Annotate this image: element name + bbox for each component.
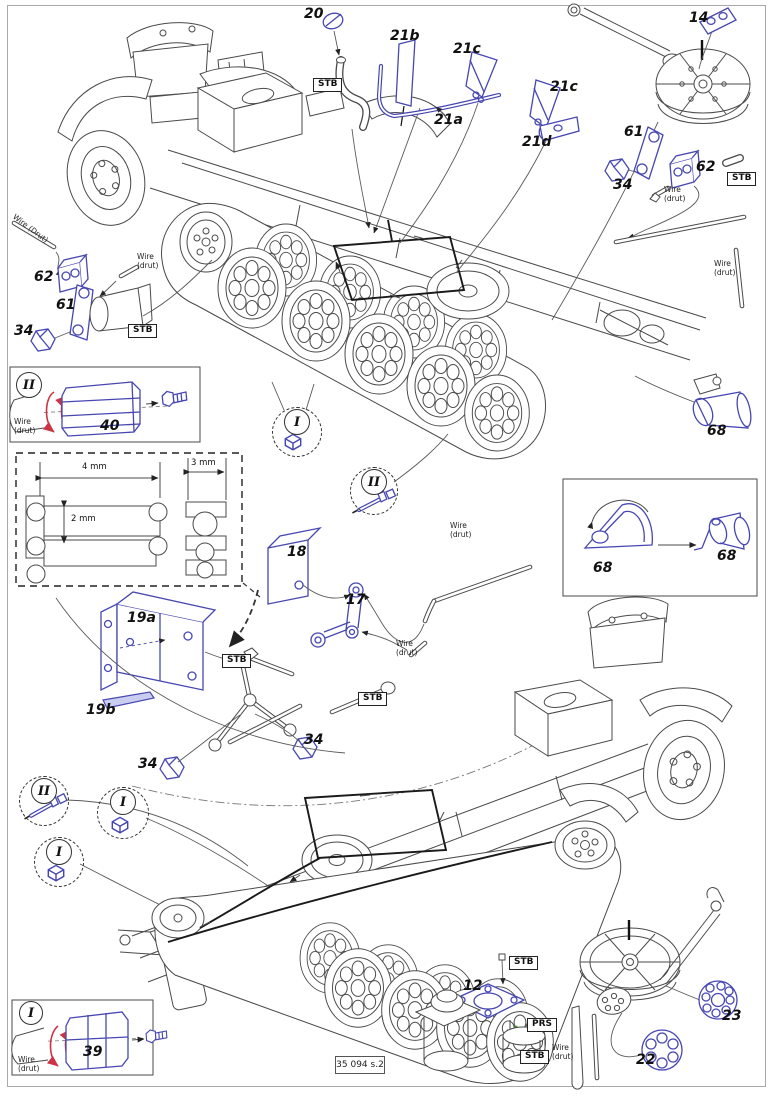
wire-bending-template bbox=[15, 452, 261, 598]
callout-nut-part bbox=[111, 816, 129, 834]
left-linkage-cluster bbox=[11, 220, 213, 352]
callout-rod-part bbox=[350, 489, 397, 513]
wire-routing-upper bbox=[334, 219, 466, 302]
part-17-link bbox=[310, 582, 364, 648]
callout-rod-part bbox=[21, 793, 68, 819]
callout-nut-part bbox=[47, 864, 65, 882]
front-wheel bbox=[66, 130, 146, 226]
part-20-screw bbox=[322, 12, 344, 56]
part-19a-bracket bbox=[100, 589, 259, 692]
part-22-disc bbox=[641, 1029, 683, 1071]
front-wheel bbox=[643, 719, 725, 821]
inset-box-68 bbox=[562, 478, 758, 597]
right-linkage-cluster bbox=[604, 126, 747, 245]
part-18-bracket bbox=[267, 526, 351, 605]
inset-box-i bbox=[11, 999, 168, 1076]
idler-wheel-assembly-bottom-right bbox=[579, 887, 738, 1071]
wire-blade-parts bbox=[571, 1005, 600, 1090]
drive-sprocket bbox=[179, 211, 233, 273]
inset-box-ii bbox=[9, 366, 201, 443]
part-21b-plate bbox=[395, 39, 416, 127]
part-21c-blade-1 bbox=[465, 51, 498, 104]
part-68-cone-on-chassis bbox=[634, 375, 752, 429]
part-21a-wire bbox=[376, 63, 502, 119]
wire-routing-lower bbox=[167, 789, 553, 943]
steering-yoke-cluster bbox=[159, 647, 396, 780]
part-hose-stb bbox=[335, 56, 371, 131]
sheet-number-box: 35 094 s.2 bbox=[335, 1056, 385, 1074]
part-14-plate bbox=[699, 7, 737, 35]
page-border bbox=[7, 5, 766, 1087]
part-40-sleeve bbox=[61, 381, 141, 437]
sweep-curve bbox=[55, 597, 346, 754]
part-39-sleeve bbox=[65, 1011, 129, 1071]
sheet-number: 35 094 s.2 bbox=[336, 1060, 384, 1070]
drive-sprocket bbox=[554, 820, 616, 870]
mid-wire-rod bbox=[361, 564, 533, 658]
part-19b-blade bbox=[102, 691, 155, 709]
part-23-disc bbox=[698, 980, 738, 1020]
idler-wheel-assembly-top-right bbox=[567, 3, 751, 124]
part-12-assembly bbox=[414, 953, 546, 1074]
upper-chassis-illustration bbox=[57, 22, 745, 460]
callout-nut-part bbox=[284, 433, 302, 451]
lower-chassis-illustration bbox=[117, 596, 733, 1084]
part-21d-plate bbox=[539, 116, 580, 142]
